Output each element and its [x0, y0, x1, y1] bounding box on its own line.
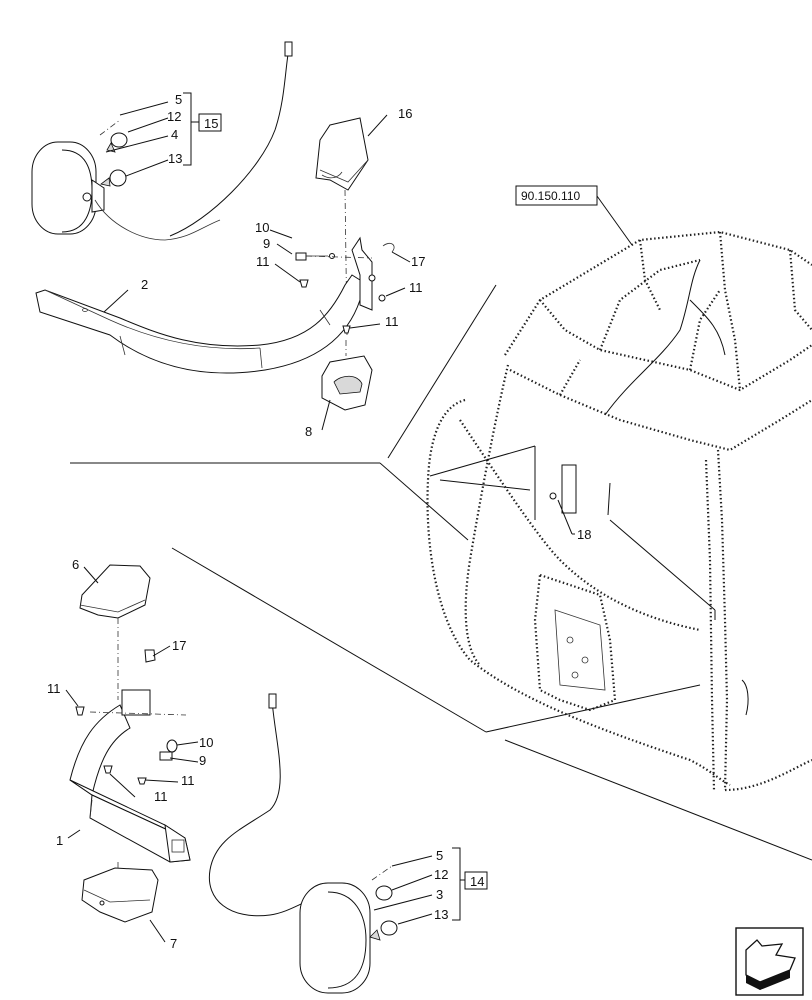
callout-11-lower-a: 11 [47, 681, 61, 696]
callout-5-upper: 5 [175, 92, 182, 107]
callout-11-upper-b: 11 [409, 280, 423, 295]
callout-4: 4 [171, 127, 178, 142]
callout-17-upper: 17 [411, 254, 425, 269]
callout-11-lower-b: 11 [181, 773, 195, 788]
callout-6: 6 [72, 557, 79, 572]
cab-reference-label: 90.150.110 [521, 189, 580, 203]
callout-7: 7 [170, 936, 177, 951]
callout-13-lower: 13 [434, 907, 448, 922]
cab-frame [426, 230, 812, 792]
upper-work-lamp [31, 41, 293, 241]
cab-reference[interactable]: 90.150.110 [515, 185, 633, 246]
kit-label-15: 15 [204, 116, 218, 131]
callout-1: 1 [56, 833, 63, 848]
upper-fasteners [269, 229, 411, 334]
cover-6 [79, 564, 151, 700]
callout-12-upper: 12 [167, 109, 181, 124]
callout-8: 8 [305, 424, 312, 439]
tube-bracket-1 [67, 689, 191, 863]
kit-bracket-15: 15 [183, 92, 222, 166]
kit-bracket-14: 14 [452, 847, 488, 921]
lower-fasteners [65, 645, 199, 798]
next-page-arrow-icon[interactable] [735, 927, 804, 996]
callout-18: 18 [577, 527, 591, 542]
callout-10-upper: 10 [255, 220, 269, 235]
tube-bracket-2 [35, 236, 373, 374]
callout-11-upper-a: 11 [256, 254, 270, 269]
cover-8 [321, 340, 373, 431]
callout-10-lower: 10 [199, 735, 213, 750]
callout-9-lower: 9 [199, 753, 206, 768]
callout-labels: 5 12 4 13 16 10 9 11 17 11 11 2 8 18 6 1… [47, 92, 591, 951]
callout-12-lower: 12 [434, 867, 448, 882]
callout-5-lower: 5 [436, 848, 443, 863]
lower-work-lamp [208, 693, 433, 994]
callout-17-lower: 17 [172, 638, 186, 653]
cover-7 [81, 862, 166, 943]
kit-label-14: 14 [470, 874, 484, 889]
part-18-bracket [549, 464, 577, 535]
callout-11-lower-c: 11 [154, 789, 168, 804]
callout-11-upper-c: 11 [385, 314, 399, 329]
callout-16: 16 [398, 106, 412, 121]
callout-9-upper: 9 [263, 236, 270, 251]
callout-13-upper: 13 [168, 151, 182, 166]
callout-2: 2 [141, 277, 148, 292]
callout-3: 3 [436, 887, 443, 902]
separator-lines [70, 284, 812, 861]
